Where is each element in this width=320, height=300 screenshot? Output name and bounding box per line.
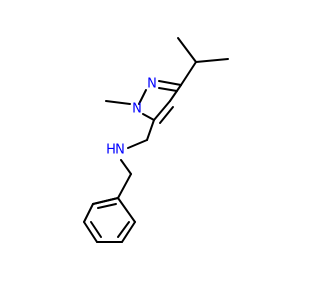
bond-c3-n2-double-a <box>158 80 182 86</box>
bond-ethyl <box>117 173 132 199</box>
bond-isopropyl-right <box>195 58 229 63</box>
bond-c3-n2-double-b <box>158 87 178 92</box>
bond-c5-c4-double-a <box>153 100 171 121</box>
bond-isopropyl-to-ring <box>180 61 197 86</box>
atom-label-n-amine: N <box>115 143 125 158</box>
bond-n1-c5 <box>142 113 155 121</box>
bond-c5-c4-double-b <box>159 106 174 124</box>
bond-ph-c2-c3 <box>83 221 98 243</box>
bond-ph-c6-c1 <box>92 197 119 205</box>
bond-ph-inner-a <box>90 221 102 238</box>
atom-label-h-amine: H <box>106 143 116 158</box>
bond-c5-ch2 <box>146 119 155 141</box>
bond-isopropyl-upper <box>177 37 197 63</box>
atom-label-n1: N <box>132 102 142 117</box>
bond-n1-methyl <box>105 100 131 105</box>
bond-ch2-nh <box>127 139 148 149</box>
bond-ph-c1-c2 <box>83 203 94 223</box>
bond-ph-inner-b <box>117 221 130 238</box>
bond-ph-c5-c6 <box>117 197 136 223</box>
bond-nh-ch2 <box>120 159 132 175</box>
bond-n2-n1 <box>138 89 147 105</box>
bond-c4-c3 <box>169 84 182 102</box>
molecule-structure: N N N H <box>83 37 229 243</box>
bond-ph-c4-c5 <box>121 221 136 243</box>
atom-label-n2: N <box>147 77 157 92</box>
bond-ph-inner-c <box>97 203 117 209</box>
